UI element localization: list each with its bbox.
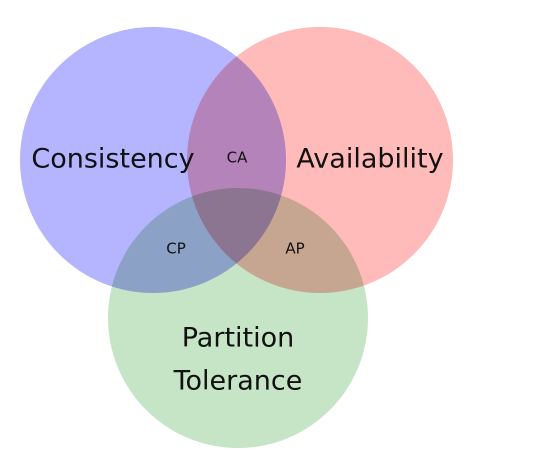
partition-tolerance-label-line-1: Partition <box>181 322 295 354</box>
availability-label: Availability <box>296 143 444 175</box>
partition-tolerance-label-line-2: Tolerance <box>173 365 303 397</box>
ca-intersection-label: CA <box>226 148 248 167</box>
partition-tolerance-circle <box>108 188 368 448</box>
cp-intersection-label: CP <box>166 239 186 258</box>
consistency-label: Consistency <box>31 143 195 175</box>
ap-intersection-label: AP <box>285 239 305 258</box>
